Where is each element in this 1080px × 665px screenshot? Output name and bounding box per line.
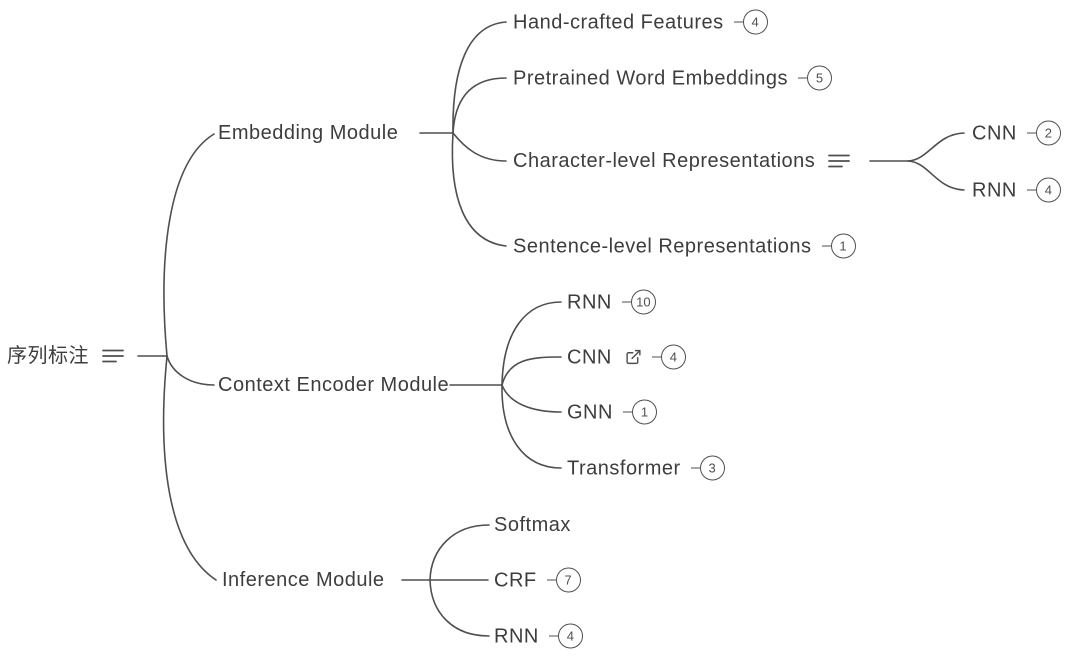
node-character-level-representations[interactable]: Character-level Representations — [513, 149, 851, 173]
node-label[interactable]: Pretrained Word Embeddings — [513, 67, 788, 89]
badge-count: 5 — [807, 65, 832, 91]
badge-count: 1 — [830, 233, 856, 259]
node-label[interactable]: Inference Module — [222, 569, 385, 591]
node-embedding-module[interactable]: Embedding Module — [218, 121, 398, 145]
badge-dash — [621, 301, 631, 303]
node-inference-module[interactable]: Inference Module — [222, 568, 385, 592]
node-label[interactable]: Sentence-level Representations — [513, 235, 812, 257]
node-label[interactable]: Character-level Representations — [513, 150, 816, 172]
badge-count: 2 — [1035, 120, 1061, 146]
node-pretrained-word-embeddings[interactable]: Pretrained Word Embeddings 5 — [513, 65, 832, 91]
external-link-icon[interactable] — [625, 349, 642, 366]
badge-dash — [821, 245, 831, 247]
badge-count: 4 — [1035, 177, 1061, 203]
node-root[interactable]: 序列标注 — [7, 344, 124, 368]
node-inf-rnn[interactable]: RNN 4 — [494, 623, 583, 649]
node-label[interactable]: Softmax — [494, 514, 571, 536]
badge-count: 10 — [630, 289, 656, 315]
node-ctx-gnn[interactable]: GNN 1 — [567, 399, 657, 425]
badge-dash — [1026, 132, 1036, 134]
node-context-encoder-module[interactable]: Context Encoder Module — [218, 373, 449, 397]
count-badge[interactable]: 3 — [690, 455, 725, 481]
badge-dash — [622, 411, 632, 413]
node-label[interactable]: Context Encoder Module — [218, 374, 450, 396]
node-char-rnn[interactable]: RNN 4 — [972, 177, 1061, 203]
badge-dash — [546, 579, 556, 581]
count-badge[interactable]: 2 — [1026, 120, 1061, 146]
badge-dash — [548, 635, 558, 637]
badge-dash — [1026, 189, 1036, 191]
node-label[interactable]: Embedding Module — [218, 122, 399, 144]
badge-dash — [651, 356, 661, 358]
node-hand-crafted-features[interactable]: Hand-crafted Features 4 — [513, 9, 768, 35]
count-badge[interactable]: 4 — [733, 9, 768, 35]
badge-count: 1 — [631, 399, 657, 425]
badge-count: 7 — [555, 567, 581, 593]
count-badge[interactable]: 7 — [546, 567, 581, 593]
node-label[interactable]: RNN — [494, 625, 539, 647]
node-label[interactable]: CNN — [567, 346, 612, 368]
node-label[interactable]: CRF — [494, 569, 537, 591]
node-label[interactable]: CNN — [972, 122, 1017, 144]
notes-icon[interactable] — [102, 348, 124, 364]
badge-dash — [733, 21, 743, 23]
count-badge[interactable]: 4 — [651, 344, 686, 370]
badge-count: 4 — [557, 623, 583, 649]
node-sentence-level-representations[interactable]: Sentence-level Representations 1 — [513, 233, 856, 259]
notes-icon[interactable] — [828, 153, 851, 169]
node-ctx-rnn[interactable]: RNN 10 — [567, 289, 656, 315]
count-badge[interactable]: 4 — [1026, 177, 1061, 203]
node-label[interactable]: Hand-crafted Features — [513, 11, 724, 33]
node-char-cnn[interactable]: CNN 2 — [972, 120, 1061, 146]
node-ctx-transformer[interactable]: Transformer 3 — [567, 455, 725, 481]
node-ctx-cnn[interactable]: CNN 4 — [567, 344, 686, 370]
node-label[interactable]: GNN — [567, 401, 613, 423]
badge-dash — [798, 77, 807, 79]
badge-count: 4 — [742, 9, 768, 35]
node-label[interactable]: RNN — [567, 291, 612, 313]
badge-dash — [690, 467, 700, 469]
count-badge[interactable]: 10 — [621, 289, 656, 315]
node-inf-crf[interactable]: CRF 7 — [494, 567, 581, 593]
count-badge[interactable]: 1 — [622, 399, 657, 425]
badge-count: 3 — [699, 455, 725, 481]
count-badge[interactable]: 4 — [548, 623, 583, 649]
count-badge[interactable]: 5 — [798, 65, 832, 91]
node-label[interactable]: RNN — [972, 179, 1017, 201]
node-inf-softmax[interactable]: Softmax — [494, 513, 571, 537]
count-badge[interactable]: 1 — [821, 233, 856, 259]
badge-count: 4 — [660, 344, 686, 370]
root-label[interactable]: 序列标注 — [7, 345, 89, 367]
node-label[interactable]: Transformer — [567, 457, 681, 479]
